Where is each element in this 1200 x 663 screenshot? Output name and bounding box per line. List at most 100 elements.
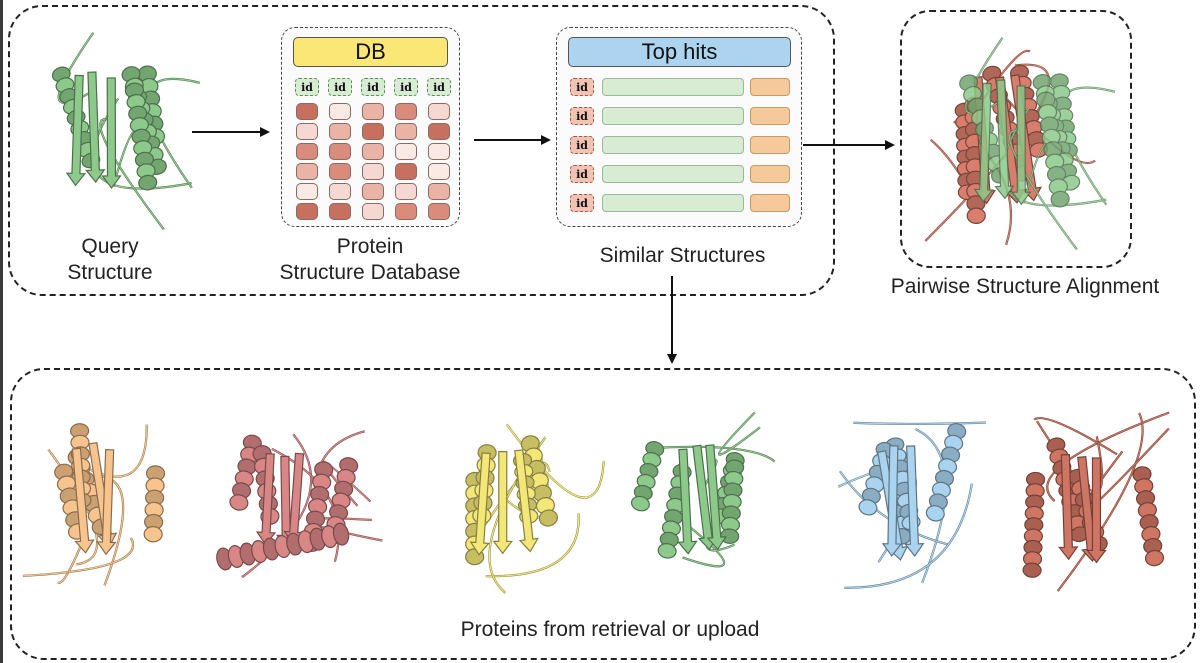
beta-strand <box>96 449 117 556</box>
strand-arrow <box>514 449 539 553</box>
beta-strand <box>492 451 513 555</box>
beta-strand <box>705 444 727 551</box>
coil-loop-fill <box>718 411 761 456</box>
strand-arrow <box>677 448 698 555</box>
strand-arrow <box>85 71 106 184</box>
strand-arrow <box>994 79 1015 200</box>
hit-similarity-bar <box>602 136 744 154</box>
helix <box>301 461 334 553</box>
db-cell <box>296 203 318 220</box>
helix-turn <box>138 174 158 191</box>
beta-strand <box>881 445 903 557</box>
beta-strand <box>1058 454 1079 561</box>
strand-arrow <box>904 445 925 557</box>
beta-strand <box>677 448 698 555</box>
helix-turn <box>657 543 677 559</box>
hit-id-chip: id <box>570 165 594 183</box>
db-cell <box>329 103 351 120</box>
db-cell <box>329 143 351 160</box>
helix <box>925 423 967 522</box>
db-cell <box>329 203 351 220</box>
query-structure-protein-icon <box>20 30 201 231</box>
helix-turn <box>538 509 558 527</box>
helix-turn <box>1022 562 1042 578</box>
db-cell <box>362 183 384 200</box>
db-cell <box>428 183 450 200</box>
hit-score-box <box>750 194 790 212</box>
helix-turn <box>966 207 986 224</box>
beta-strand <box>65 74 87 187</box>
helix-turn <box>1144 549 1165 567</box>
db-cell <box>296 123 318 140</box>
strand-arrow <box>973 82 994 203</box>
beta-strand <box>994 79 1015 200</box>
db-cell <box>428 143 450 160</box>
gallery-rose-protein-icon <box>215 415 390 580</box>
db-cell <box>428 203 450 220</box>
db-cell <box>362 163 384 180</box>
retrieval-pipeline-box <box>8 5 835 296</box>
db-cell <box>296 183 318 200</box>
db-id-chip: id <box>328 78 352 96</box>
db-id-chip: id <box>295 78 319 96</box>
db-cell <box>428 163 450 180</box>
db-cell <box>395 143 417 160</box>
gallery-caption: Proteins from retrieval or upload <box>460 618 760 641</box>
db-id-chip: id <box>427 78 451 96</box>
database-caption-line1: Protein <box>336 235 404 258</box>
top-hits-header: Top hits <box>568 37 791 67</box>
coil-loop-fill <box>682 522 725 567</box>
hit-similarity-bar <box>602 78 744 96</box>
coil-loop-fill <box>1057 412 1144 592</box>
aligned-green-protein-icon <box>925 35 1116 251</box>
db-cell <box>428 123 450 140</box>
db-cell <box>395 103 417 120</box>
strand-arrow <box>65 74 87 187</box>
strand-arrow <box>469 452 491 556</box>
helix <box>124 82 158 191</box>
strand-arrow <box>1086 457 1107 564</box>
db-cell <box>329 163 351 180</box>
helix-turn <box>858 499 878 516</box>
db-cell <box>362 123 384 140</box>
gallery-green-protein-icon <box>630 405 790 595</box>
db-cell <box>428 103 450 120</box>
strand-arrow <box>881 445 903 557</box>
hit-similarity-bar <box>602 194 744 212</box>
hit-id-chip: id <box>570 136 594 154</box>
helix <box>630 441 665 512</box>
helix <box>720 459 745 544</box>
db-cell <box>296 163 318 180</box>
db-cell <box>395 183 417 200</box>
db-id-chip: id <box>361 78 385 96</box>
db-cell <box>296 103 318 120</box>
db-cell <box>296 143 318 160</box>
similar-structures-caption: Similar Structures <box>599 244 766 267</box>
helix-turn <box>143 526 163 543</box>
beta-strand <box>1011 85 1032 206</box>
hit-id-chip: id <box>570 107 594 125</box>
helix <box>229 434 262 511</box>
helix-turn <box>925 505 945 522</box>
coil-loop-fill <box>1033 417 1118 455</box>
hit-score-box <box>750 107 790 125</box>
db-cell <box>362 203 384 220</box>
helix <box>1022 471 1046 578</box>
hit-similarity-bar <box>602 107 744 125</box>
beta-strand <box>85 71 106 184</box>
gallery-orange-protein-icon <box>20 405 195 595</box>
beta-strand <box>514 449 539 553</box>
db-header: DB <box>293 37 448 67</box>
db-cell <box>362 103 384 120</box>
helix <box>1132 466 1165 567</box>
helix-turn <box>630 495 650 512</box>
db-cell <box>395 203 417 220</box>
beta-strand <box>904 445 925 557</box>
helix <box>143 465 166 543</box>
hit-id-chip: id <box>570 78 594 96</box>
beta-strand <box>973 82 994 203</box>
db-cell <box>362 143 384 160</box>
